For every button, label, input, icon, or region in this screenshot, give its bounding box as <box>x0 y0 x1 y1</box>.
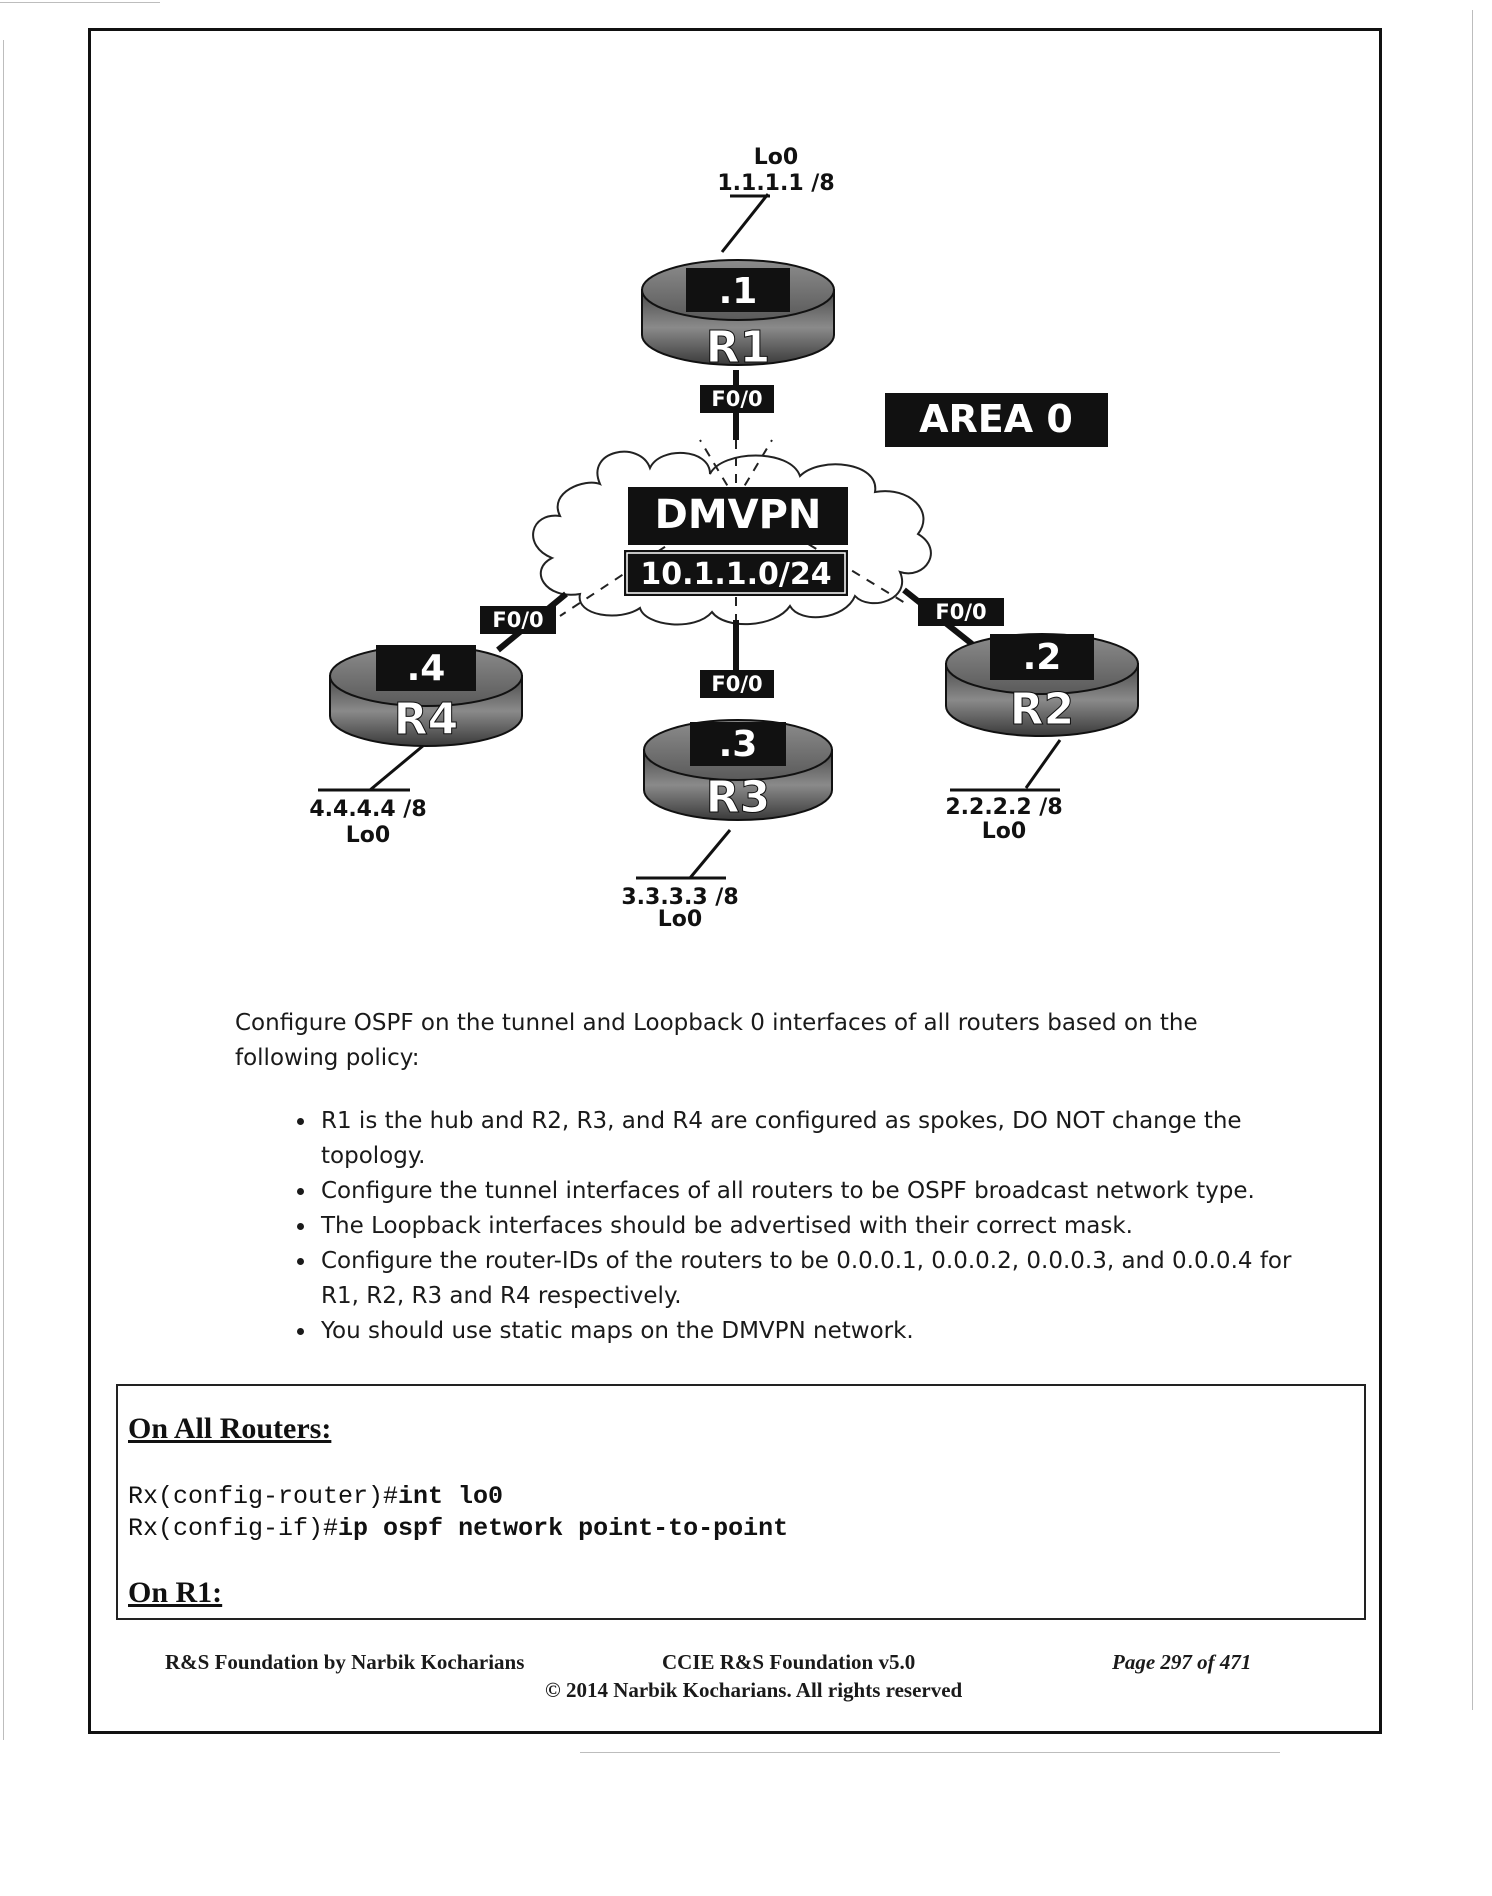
router-r2: .2 R2 F0/0 2.2.2.2 /8 Lo0 <box>918 598 1139 844</box>
dmvpn-subnet: 10.1.1.0/24 <box>640 557 831 592</box>
r4-interface: F0/0 <box>492 608 543 632</box>
r4-loopback-ip: 4.4.4.4 /8 <box>309 797 426 822</box>
code-line: Rx(config-if)#ip ospf network point-to-p… <box>128 1514 788 1543</box>
code-command: int lo0 <box>398 1482 504 1511</box>
area-label: AREA 0 <box>885 393 1108 447</box>
r1-interface: F0/0 <box>711 387 762 411</box>
footer-left: R&S Foundation by Narbik Kocharians <box>165 1650 525 1674</box>
router-r3: .3 R3 F0/0 3.3.3.3 /8 Lo0 <box>621 670 833 932</box>
r4-loopback-name: Lo0 <box>346 823 390 848</box>
r1-host-badge <box>686 268 790 312</box>
scan-artifact-left <box>3 40 4 1740</box>
task-intro: Configure OSPF on the tunnel and Loopbac… <box>235 1010 1198 1071</box>
task-bullet-list: R1 is the hub and R2, R3, and R4 are con… <box>235 1104 1295 1349</box>
r3-loopback-ip: 3.3.3.3 /8 <box>621 885 738 910</box>
footer-page: Page 297 of 471 <box>1112 1650 1251 1675</box>
code-command: ip ospf network point-to-point <box>338 1514 789 1543</box>
task-bullet: You should use static maps on the DMVPN … <box>317 1314 1295 1349</box>
r3-name: R3 <box>706 772 771 823</box>
scan-artifact-bottom <box>580 1752 1280 1753</box>
code-line: Rx(config-router)#int lo0 <box>128 1482 503 1511</box>
solution-box: On All Routers: Rx(config-router)#int lo… <box>116 1384 1366 1620</box>
r3-host-badge <box>690 722 786 766</box>
r4-name: R4 <box>394 694 459 745</box>
dmvpn-title: DMVPN <box>655 492 822 538</box>
page-number: Page 297 of 471 <box>1112 1650 1252 1674</box>
r4-host: .4 <box>407 648 446 689</box>
r1-loopback-ip: 1.1.1.1 /8 <box>717 171 834 196</box>
r2-name: R2 <box>1010 684 1075 735</box>
r2-host-badge <box>990 634 1094 680</box>
area-label-text: AREA 0 <box>919 397 1073 441</box>
heading-all-routers: On All Routers: <box>128 1412 332 1445</box>
scan-artifact-top <box>0 2 160 3</box>
scan-artifact-right <box>1472 10 1473 1710</box>
code-prompt: Rx(config-router)# <box>128 1482 399 1511</box>
r2-interface: F0/0 <box>935 600 986 624</box>
footer-copyright: © 2014 Narbik Kocharians. All rights res… <box>545 1678 963 1702</box>
r3-loopback-name: Lo0 <box>658 907 702 932</box>
r4-host-badge <box>376 645 476 691</box>
code-prompt: Rx(config-if)# <box>128 1514 339 1543</box>
router-r1: .1 R1 F0/0 Lo0 1.1.1.1 /8 <box>641 145 835 413</box>
r2-loopback-name: Lo0 <box>982 819 1026 844</box>
dmvpn-label: DMVPN 10.1.1.0/24 <box>624 487 848 596</box>
r1-loopback-name: Lo0 <box>754 145 798 170</box>
task-bullet: R1 is the hub and R2, R3, and R4 are con… <box>317 1104 1295 1174</box>
r1-host: .1 <box>719 271 758 312</box>
task-bullet: Configure the tunnel interfaces of all r… <box>317 1174 1295 1209</box>
page-frame <box>88 28 1382 1734</box>
r2-loopback-ip: 2.2.2.2 /8 <box>945 795 1062 820</box>
footer-center: CCIE R&S Foundation v5.0 <box>662 1650 916 1674</box>
r2-host: .2 <box>1023 637 1062 678</box>
loopback-lines <box>318 193 1062 880</box>
network-diagram: AREA 0 DMVPN 10.1.1.0/24 .1 R1 F0/0 Lo0 … <box>309 145 1139 932</box>
task-bullet: The Loopback interfaces should be advert… <box>317 1209 1295 1244</box>
router-r4: .4 R4 F0/0 4.4.4.4 /8 Lo0 <box>309 606 556 848</box>
task-bullet: Configure the router-IDs of the routers … <box>317 1244 1295 1314</box>
r1-name: R1 <box>706 322 771 373</box>
r3-interface: F0/0 <box>711 672 762 696</box>
task-instructions: Configure OSPF on the tunnel and Loopbac… <box>235 1006 1295 1349</box>
r3-host: .3 <box>719 724 758 765</box>
heading-r1: On R1: <box>128 1576 223 1609</box>
